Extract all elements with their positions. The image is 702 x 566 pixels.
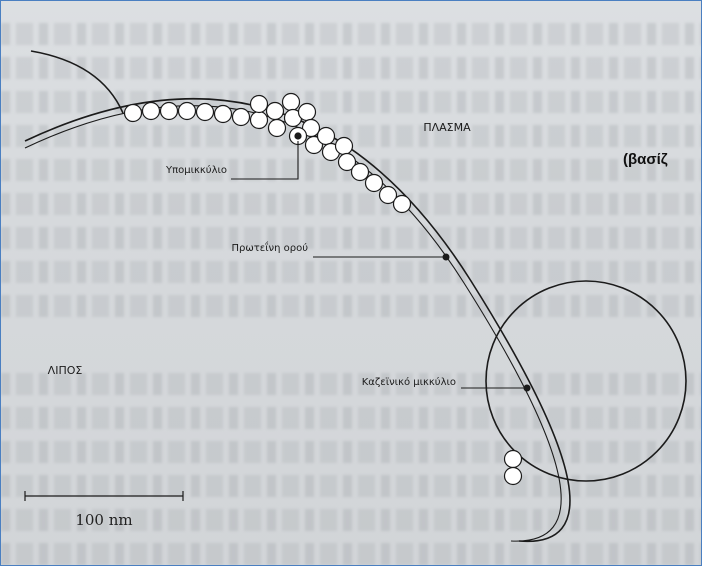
submicelle: [125, 105, 142, 122]
submicelle: [352, 164, 369, 181]
side-note-text: (βασίζ: [623, 151, 668, 168]
casein-micelle-marker: [524, 385, 531, 392]
submicelle: [505, 468, 522, 485]
submicelle: [269, 120, 286, 137]
submicelle: [251, 96, 268, 113]
serum-protein-marker: [443, 254, 450, 261]
scale-bar: [25, 491, 183, 501]
submicelle: [394, 196, 411, 213]
submicelle: [299, 104, 316, 121]
submicelle: [179, 103, 196, 120]
submicelle: [318, 128, 335, 145]
scale-bar-label: 100 nm: [75, 511, 132, 529]
submicelle: [336, 138, 353, 155]
submicelle: [215, 106, 232, 123]
submicelle: [197, 104, 214, 121]
submicelle: [143, 103, 160, 120]
submicelle: [505, 451, 522, 468]
submicelle-label: Υπομικκύλιο: [165, 164, 227, 176]
plasma-label: ΠΛΑΣΜΑ: [423, 121, 471, 134]
highlighted-submicelle-core: [294, 132, 301, 139]
fat-label: ΛΙΠΟΣ: [48, 364, 83, 377]
submicelle: [283, 94, 300, 111]
serum-protein-label: Πρωτεΐνη ορού: [231, 240, 308, 254]
submicelle: [366, 175, 383, 192]
neighbor-globule-arc: [31, 51, 123, 113]
submicelle: [267, 103, 284, 120]
submicelle: [251, 112, 268, 129]
submicelle: [161, 103, 178, 120]
casein-micelle-label: Καζεϊνικό μικκύλιο: [362, 376, 456, 388]
fat-globule-membrane-inner: [25, 106, 561, 541]
submicelle-leader-line: [231, 141, 298, 179]
submicelle-cluster: [125, 94, 522, 485]
submicelle: [233, 109, 250, 126]
